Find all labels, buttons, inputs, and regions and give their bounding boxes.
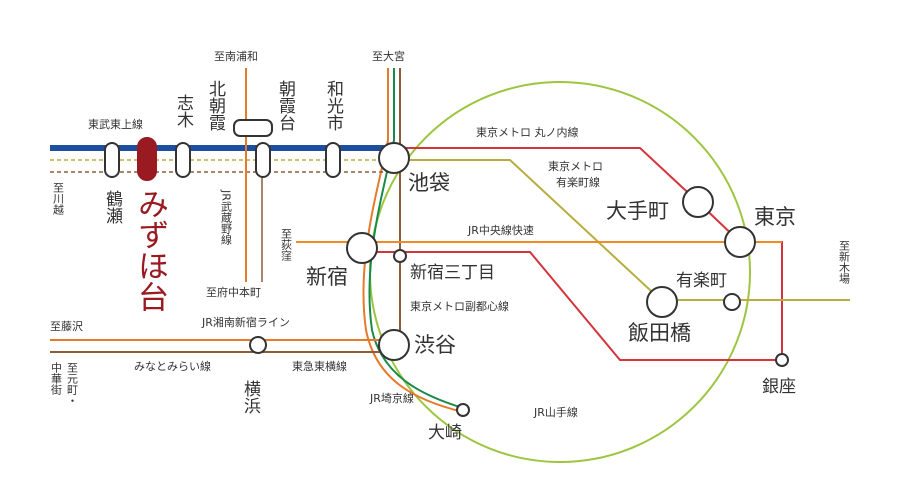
line-label-minatomirai: みなとみらい線 <box>134 359 211 373</box>
line-label-yurakucho-2: 有楽町線 <box>556 175 600 189</box>
station-osaki <box>456 403 470 417</box>
label-shinjuku-sanchome: 新宿三丁目 <box>410 263 495 283</box>
label-ikebukuro: 池袋 <box>408 171 450 195</box>
station-yokohama <box>249 336 267 354</box>
line-label-shonan: JR湘南新宿ライン <box>201 315 290 329</box>
label-wako: 和光市 <box>323 80 344 131</box>
label-osaki: 大崎 <box>428 423 462 443</box>
station-yurakucho <box>723 293 741 311</box>
label-shiki: 志木 <box>173 94 194 128</box>
line-label-fukutoshin: 東京メトロ副都心線 <box>410 299 509 313</box>
label-mizuhodai: みずほ台 <box>132 188 168 312</box>
label-yurakucho: 有楽町 <box>676 271 727 291</box>
marunouchi-line <box>394 147 783 360</box>
dir-chukagai: 中華街 <box>50 362 63 396</box>
marunouchi-line-2 <box>362 251 782 361</box>
line-label-musashino: JR武蔵野線 <box>220 189 233 245</box>
label-kitaasaka: 北朝霞 <box>205 80 226 131</box>
station-tokyo <box>724 226 756 258</box>
dir-shin-kiba: 至新木場 <box>838 240 851 285</box>
line-label-yamanote: JR山手線 <box>533 405 578 419</box>
station-iidabashi <box>646 286 678 318</box>
station-ikebukuro <box>378 142 410 174</box>
station-shibuya <box>378 329 410 361</box>
dir-motomachi: 至元町・ <box>66 362 79 406</box>
station-wako <box>325 142 341 178</box>
shonan-shinjuku-line <box>362 68 464 413</box>
label-otemachi: 大手町 <box>606 199 669 223</box>
line-label-tobu-tojo: 東武東上線 <box>88 117 143 131</box>
label-asakadai: 朝霞台 <box>275 80 296 131</box>
line-label-toyoko: 東急東横線 <box>292 359 347 373</box>
station-otemachi <box>682 186 714 218</box>
dir-fuchu-honmachi: 至府中本町 <box>206 285 261 299</box>
label-tsuruse: 鶴瀬 <box>102 190 123 224</box>
station-shinjuku-sanchome <box>393 249 407 263</box>
station-kitaasaka <box>233 119 273 137</box>
station-mizuhodai <box>137 137 157 181</box>
line-label-marunouchi: 東京メトロ 丸ノ内線 <box>476 125 579 139</box>
station-asakadai <box>255 142 271 178</box>
station-shinjuku <box>346 232 378 264</box>
line-label-yurakucho-1: 東京メトロ <box>548 159 603 173</box>
saikyo-line <box>368 68 464 409</box>
label-yokohama: 横浜 <box>240 380 261 414</box>
label-shinjuku: 新宿 <box>306 265 348 289</box>
line-label-chuo: JR中央線快速 <box>467 223 534 237</box>
dir-ogikubo: 至荻窪 <box>280 228 293 261</box>
dir-kawagoe: 至川越 <box>52 182 65 216</box>
dir-fujisawa: 至藤沢 <box>50 319 83 333</box>
station-shiki <box>175 142 191 178</box>
dir-omiya: 至大宮 <box>372 49 405 63</box>
station-ginza <box>775 353 789 367</box>
dir-minami-urawa: 至南浦和 <box>214 50 258 63</box>
label-iidabashi: 飯田橋 <box>628 321 691 345</box>
station-tsuruse <box>104 142 120 178</box>
label-ginza: 銀座 <box>762 377 796 397</box>
label-shibuya: 渋谷 <box>414 333 456 357</box>
line-label-saikyo: JR埼京線 <box>369 391 414 405</box>
label-tokyo: 東京 <box>754 205 796 229</box>
